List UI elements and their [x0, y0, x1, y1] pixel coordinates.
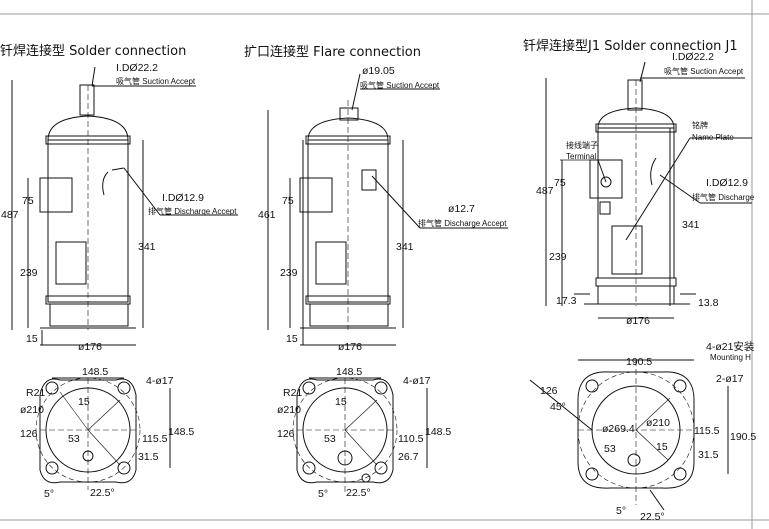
flare-top-view	[292, 377, 428, 495]
j1-dim-5deg: 5°	[616, 505, 626, 517]
solder-suction-label: 吸气管 Suction Accept	[116, 76, 196, 86]
solder-dim-base: ø176	[78, 341, 102, 353]
solder-dim-315: 31.5	[138, 451, 159, 463]
flare-dim-5deg: 5°	[318, 488, 328, 500]
solder-dim-53: 53	[68, 433, 80, 445]
j1-dim-15: 15	[656, 441, 668, 453]
solder-dim-15-angle: 15	[78, 396, 90, 408]
j1-dim-4phi21: 4-ø21安装	[706, 340, 755, 353]
flare-dim-225: 22.5°	[346, 487, 371, 499]
j1-dim-75: 75	[554, 177, 566, 189]
j1-nameplate-cn: 铭牌	[692, 120, 708, 130]
flare-dim-r21: R21	[283, 387, 302, 399]
j1-dim-341: 341	[682, 219, 700, 231]
j1-nameplate-en: Name Plate	[692, 133, 734, 142]
j1-dim-phi2694: ø269.4	[602, 423, 635, 435]
solder-dim-5deg: 5°	[44, 488, 54, 500]
j1-suction-label: 吸气管 Suction Accept	[664, 66, 744, 76]
j1-dim-225: 22.5°	[640, 511, 665, 523]
flare-dim-phi210: ø210	[277, 404, 301, 416]
solder-dim-1155: 115.5	[142, 433, 168, 445]
solder-dim-341: 341	[138, 241, 156, 253]
solder-dim-1485-side: 148.5	[168, 426, 194, 438]
flare-dim-base: ø176	[338, 341, 362, 353]
solder-dim-239: 239	[20, 267, 38, 279]
flare-title: 扩口连接型 Flare connection	[244, 45, 422, 60]
solder-dim-1485-top: 148.5	[82, 366, 108, 378]
j1-terminal-cn: 接线端子	[566, 140, 598, 150]
j1-discharge-label: 排气管 Discharge	[692, 192, 755, 202]
j1-side-view	[545, 61, 752, 319]
j1-top-view	[529, 359, 729, 511]
solder-dim-225: 22.5°	[90, 487, 115, 499]
solder-dim-75: 75	[22, 195, 34, 207]
j1-dim-1155: 115.5	[694, 425, 720, 437]
j1-dim-1905-top: 190.5	[626, 356, 652, 368]
flare-discharge-label: 排气管 Discharge Accept	[418, 218, 507, 228]
flare-discharge-id: ø12.7	[448, 203, 475, 215]
flare-dim-126: 126	[277, 428, 295, 440]
flare-dim-341: 341	[396, 241, 414, 253]
j1-suction-id: I.DØ22.2	[672, 51, 714, 63]
j1-dim-45: 45°	[550, 401, 566, 413]
j1-title: 钎焊连接型J1 Solder connection J1	[523, 39, 738, 54]
j1-dim-315: 31.5	[698, 449, 719, 461]
j1-discharge-id: I.DØ12.9	[706, 177, 748, 189]
solder-dim-126: 126	[20, 428, 38, 440]
flare-dim-53: 53	[324, 433, 336, 445]
flare-dim-75: 75	[282, 195, 294, 207]
flare-dim-4phi17: 4-ø17	[403, 375, 431, 387]
flare-dim-total: 461	[258, 209, 276, 221]
j1-dim-2phi17: 2-ø17	[716, 373, 744, 385]
j1-terminal-en: Terminal	[566, 152, 596, 161]
j1-dim-1905-side: 190.5	[730, 431, 756, 443]
j1-dim-phi210: ø210	[646, 417, 670, 429]
flare-side-view	[267, 73, 508, 346]
flare-suction-label: 吸气管 Suction Accept	[360, 80, 440, 90]
flare-suction-id: ø19.05	[362, 65, 395, 77]
flare-dim-15-angle: 15	[335, 396, 347, 408]
j1-dim-126: 126	[540, 385, 558, 397]
j1-dim-173: 17.3	[556, 295, 577, 307]
solder-dim-4phi17: 4-ø17	[146, 375, 174, 387]
flare-dim-1485-side: 148.5	[425, 426, 451, 438]
solder-discharge-label: 排气管 Discharge Accept	[148, 206, 237, 216]
flare-dim-239: 239	[280, 267, 298, 279]
j1-dim-53: 53	[604, 443, 616, 455]
j1-dim-total: 487	[536, 185, 554, 197]
solder-side-view	[11, 66, 238, 346]
solder-dim-r21: R21	[26, 387, 45, 399]
solder-suction-id: I.DØ22.2	[116, 62, 158, 74]
j1-dim-239: 239	[549, 251, 567, 263]
j1-dim-138: 13.8	[698, 297, 719, 309]
solder-dim-phi210: ø210	[20, 404, 44, 416]
j1-dim-base: ø176	[626, 315, 650, 327]
solder-dim-total: 487	[1, 209, 19, 221]
flare-dim-1485-top: 148.5	[336, 366, 362, 378]
flare-dim-1105: 110.5	[398, 433, 424, 445]
solder-dim-15: 15	[26, 333, 38, 345]
flare-dim-267: 26.7	[398, 451, 419, 463]
flare-dim-15: 15	[286, 333, 298, 345]
j1-mounting: Mounting H	[710, 353, 751, 362]
solder-discharge-id: I.DØ12.9	[162, 192, 204, 204]
solder-top-view	[35, 377, 171, 490]
solder-title: 钎焊连接型 Solder connection	[0, 44, 187, 59]
